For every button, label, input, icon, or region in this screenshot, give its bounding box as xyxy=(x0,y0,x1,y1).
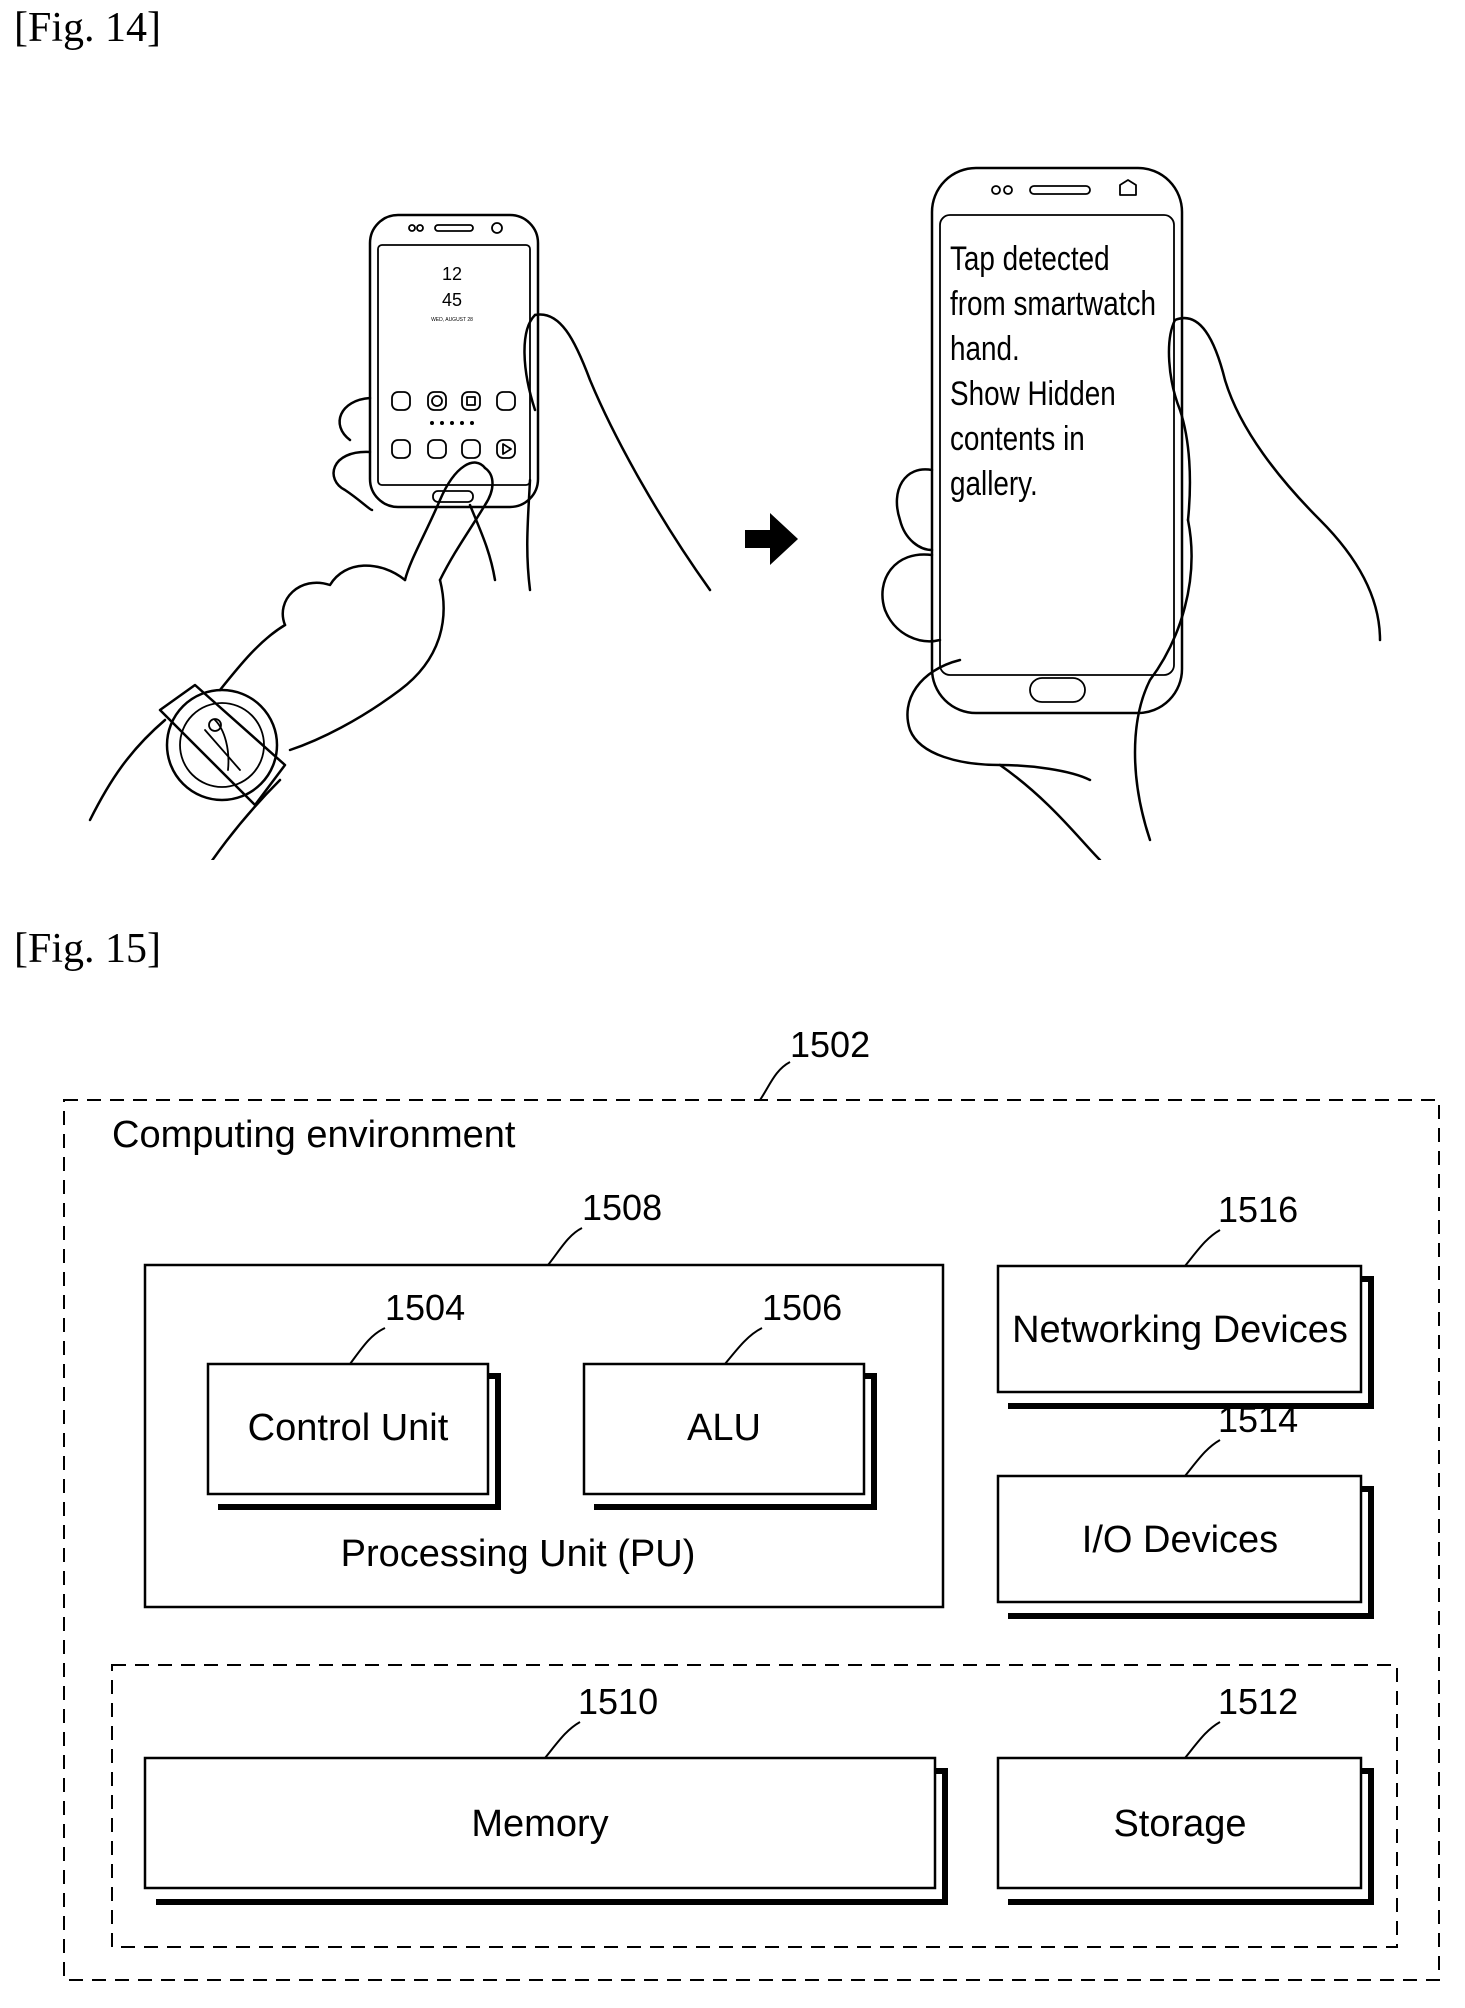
page-dots xyxy=(430,421,474,425)
tap-message: Tap detected from smartwatch hand. Show … xyxy=(950,239,1164,502)
tap-message-line: gallery. xyxy=(950,464,1038,502)
networking-ref-number: 1516 xyxy=(1218,1189,1298,1230)
io-ref-number: 1514 xyxy=(1218,1399,1298,1440)
tap-message-line: Tap detected xyxy=(950,239,1110,277)
tap-message-line: hand. xyxy=(950,329,1020,367)
smartwatch xyxy=(160,685,285,805)
left-phone-date: WED, AUGUST 28 xyxy=(431,317,473,323)
fig14-label: [Fig. 14] xyxy=(14,4,161,52)
networking-devices-label: Networking Devices xyxy=(1012,1309,1348,1351)
left-phone-hour: 12 xyxy=(442,264,462,284)
storage-ref-number: 1512 xyxy=(1218,1681,1298,1722)
memory-label: Memory xyxy=(471,1803,608,1845)
pu-label: Processing Unit (PU) xyxy=(341,1533,696,1575)
alu-ref-number: 1506 xyxy=(762,1287,842,1328)
tap-message-line: Show Hidden xyxy=(950,374,1116,412)
memory-ref-number: 1510 xyxy=(578,1681,658,1722)
transition-arrow xyxy=(745,513,798,565)
pu-ref-number: 1508 xyxy=(582,1187,662,1228)
tap-message-line: contents in xyxy=(950,419,1085,457)
control-unit-ref-number: 1504 xyxy=(385,1287,465,1328)
storage-label: Storage xyxy=(1113,1803,1246,1845)
app-icons-row xyxy=(392,392,515,410)
left-phone-minute: 45 xyxy=(442,290,462,310)
left-phone: 12 45 WED, AUGUST 28 xyxy=(370,215,538,507)
fig14-illustration: 12 45 WED, AUGUST 28 xyxy=(0,80,1465,860)
env-title: Computing environment xyxy=(112,1114,516,1156)
fig15-label: [Fig. 15] xyxy=(14,925,161,973)
fig15-block-diagram: 1502 Computing environment 1508 Processi… xyxy=(0,1030,1465,2000)
tapping-hand xyxy=(90,463,493,860)
env-ref-number: 1502 xyxy=(790,1030,870,1065)
io-devices-label: I/O Devices xyxy=(1082,1519,1278,1561)
alu-label: ALU xyxy=(687,1407,761,1449)
control-unit-label: Control Unit xyxy=(248,1407,449,1449)
right-phone: Tap detected from smartwatch hand. Show … xyxy=(932,168,1182,713)
tap-message-line: from smartwatch xyxy=(950,284,1156,322)
dock-icons xyxy=(392,440,515,458)
env-ref-leader xyxy=(760,1062,790,1100)
left-holding-hand xyxy=(334,314,710,590)
